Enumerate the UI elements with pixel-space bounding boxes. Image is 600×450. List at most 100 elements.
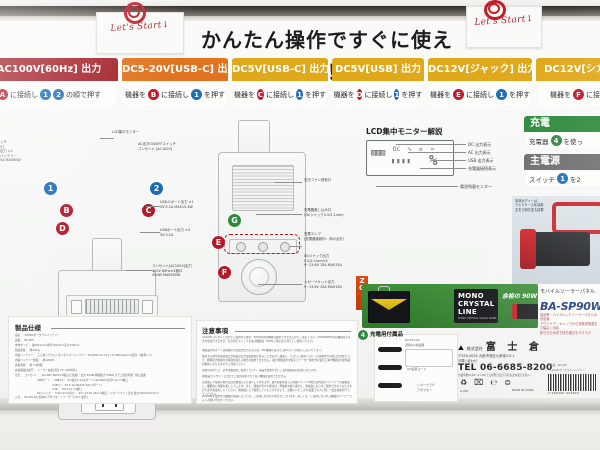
product-category: モバイルソーラーパネル bbox=[540, 289, 595, 295]
label-usbc-out: USB-Cポート出力 ×1 5V-5.1A MAX15.3W bbox=[160, 200, 194, 209]
port-badge-b: B bbox=[148, 89, 159, 100]
banner-dc5v-usbc-title: DC5V[USB-C] 出力 bbox=[232, 58, 328, 81]
lcd-leader-battery bbox=[376, 186, 458, 187]
panel-mainpower-lead: スイッチ bbox=[529, 175, 555, 184]
panel-charging-tail: を使っ bbox=[563, 137, 584, 146]
company-name: 富 士 倉 bbox=[485, 342, 543, 353]
banner-dc5v-usbc-steps: 機器を C に接続し 1 を押す bbox=[234, 83, 326, 106]
cooling-fan-vent bbox=[232, 165, 294, 211]
leader-usb bbox=[140, 232, 160, 233]
charge-indicator-icon: ⇄ bbox=[419, 146, 423, 153]
accessory-cable-2-icon bbox=[378, 365, 402, 370]
notice-item-1: 本製品の各ポートは各種の合計最大出力となる為、AC/機器のみ(またはDC)にて同… bbox=[202, 349, 324, 352]
product-model-sub: 高効率・ハイスペックソーラーパネルの決定版 アウトドア・キャンプから非常用電源ま… bbox=[540, 313, 598, 335]
banner-dc5-20v-prefix: に接続し bbox=[161, 90, 189, 99]
spec-row-9: USBポート ： USB×3 ： 5V/最大5.1A(1ポート2.4A MAX)… bbox=[29, 379, 128, 382]
company-name-line: ⛰ 株式会社 富 士 倉 bbox=[458, 338, 598, 353]
company-tel: TEL 06-6685-8200 bbox=[458, 363, 553, 373]
banner-dc5v-usbc-prefix: に接続し bbox=[266, 90, 294, 99]
spiral-mark-right bbox=[484, 0, 506, 20]
brand-sub: MONO CRYSTAL SOLAR PANEL bbox=[458, 317, 497, 320]
banner-dc5v-usbc: DC5V[USB-C] 出力 機器を C に接続し 1 を押す bbox=[232, 58, 328, 108]
spec-row-0: 品名 ： 120Whポータブルバッテリー bbox=[15, 334, 60, 337]
leader-fan bbox=[274, 182, 302, 183]
banner-dc12v-jack-steps: 機器を E に接続し 1 を押す bbox=[430, 83, 530, 106]
banner-dc12v-jack-lead: 機器を bbox=[430, 90, 451, 99]
leader-chgin bbox=[256, 214, 302, 215]
ce-mark-icon: ℮ bbox=[490, 378, 498, 387]
lcd-display-diagram: ▨▨▨ DC ∿ ⇄ ⟜ % ▮▮▮▮ bbox=[366, 140, 454, 176]
accessory-box: DC15V-6A 専用AC充電器 AC電源コード シガープラグ アダプター bbox=[374, 334, 458, 402]
power-station-photo-caption: 本体ボディーは アルミケースを採用 丈夫で耐久性も抜群 bbox=[515, 199, 544, 212]
made-in-label: MADE IN CHINA bbox=[512, 388, 534, 392]
step-badge-1d: 1 bbox=[394, 89, 400, 100]
power-badge-1: 1 bbox=[557, 173, 568, 184]
left-badge-d: D bbox=[56, 222, 69, 235]
leader-usbc bbox=[146, 206, 160, 207]
banner-dc12v-jack: DC12V[ジャック] 出力 機器を E に接続し 1 を押す bbox=[428, 58, 532, 108]
lcd-leader-charge bbox=[420, 168, 466, 169]
panel-charging-title: 充電 bbox=[524, 116, 600, 132]
accessory-item-0: AC電源コード bbox=[407, 367, 427, 371]
lcd-explainer-title: LCD集中モニター解説 bbox=[366, 127, 443, 136]
spec-row-12: DCジャック ： 5.5/2.1mm出力 ： 9V～13.6V 15A×3個口・… bbox=[29, 392, 159, 395]
dc-indicator-icon: DC bbox=[393, 146, 401, 153]
banner-dc12v-jack-prefix: に接続し bbox=[466, 90, 494, 99]
brand-line-3: LINE bbox=[458, 308, 477, 316]
banner-dc5v-usb: DC5V[USB] 出力 機器を D に接続し 1 を押す bbox=[332, 58, 424, 108]
spec-row-10: USB-C ： 5V-5.1A MAX15.3W (1ポート) bbox=[29, 384, 102, 387]
spec-box-rule bbox=[51, 328, 185, 329]
panel-charging-steps: 充電器 4 を使っ bbox=[526, 133, 600, 148]
panel-mainpower: 主電源 スイッチ 1 を2 bbox=[524, 154, 600, 188]
spec-box: 製品仕様 品名 ： 120Whポータブルバッテリー 品番 ： BA-P05 本体… bbox=[8, 316, 192, 404]
lcd-callout-charge: 充電器接続表示 bbox=[468, 166, 496, 171]
port-badge-c: C bbox=[257, 89, 264, 100]
left-unit-handle bbox=[92, 238, 122, 273]
battery-bars-icon: ▨▨▨ bbox=[371, 148, 385, 158]
label-fan-vent: 空冷ファン排気口 bbox=[304, 178, 332, 182]
power-switch-icon bbox=[71, 299, 82, 314]
logo-icon: ⛰ bbox=[458, 344, 464, 352]
notice-item-3: 電池が切れたら、必ず充電器をご使用ください。製品を使用せずにご長時間保存は劣化に… bbox=[202, 369, 319, 372]
product-model: BA-SP90W bbox=[540, 300, 600, 313]
label-cigarette-out: シガーソケット出力 9~13.6V 10A MAX15A bbox=[304, 280, 342, 289]
brand-line-2: CRYSTAL bbox=[458, 300, 495, 308]
banner-dc5-20v-usbc: DC5-20V[USB-C] 出力 機器を B に接続し 1 を押す bbox=[122, 58, 228, 108]
label-dc-jack-out: DCジャック出力 5.5/2.1mm×3 9~13.6V 15A MAX15A bbox=[304, 254, 342, 268]
panel-mainpower-steps: スイッチ 1 を2 bbox=[526, 171, 600, 186]
notice-item-6: AC100Vを使用する機器の電源によっては、ご使用になれない場合がございます。詳… bbox=[202, 395, 352, 402]
spec-row-13: 入力 ： DC15V-6A 専用ACアダプター / ソーラーパネル(別売) bbox=[15, 396, 88, 399]
accessory-cable-3-icon bbox=[378, 383, 402, 388]
step-badge-1e: 1 bbox=[496, 89, 507, 100]
ac-indicator-icon: ∿ bbox=[407, 146, 413, 153]
label-charge-lamp: 充電ランプ (充電器接続中：赤の点灯) bbox=[304, 232, 344, 241]
company-prefix: 株式会社 bbox=[466, 346, 483, 351]
power-station-front-panel bbox=[520, 229, 536, 269]
model-info-block bbox=[538, 284, 600, 328]
port-badge-f: F bbox=[573, 89, 584, 100]
notice-item-4: 本製品/コンセントと出力でご使用可能されてない機器は使用できません。 bbox=[202, 375, 289, 378]
notice-box-rule bbox=[235, 331, 351, 332]
charge-badge-4: 4 bbox=[550, 135, 562, 146]
banner-dc5-20v-steps: 機器を B に接続し 1 を押す bbox=[124, 83, 226, 106]
spiral-mark-right-inner bbox=[488, 3, 500, 14]
spec-row-2: 本体サイズ ： 幅241mm×奥行120mm×高さ176mm bbox=[15, 344, 80, 347]
leader-cigout bbox=[258, 284, 302, 285]
banner-dc12v-jack-suffix: を押す bbox=[509, 90, 530, 99]
lcd-leader-dc bbox=[396, 144, 466, 145]
spec-row-1: 品番 ： BA-P05 bbox=[15, 339, 34, 342]
leader-dcout bbox=[290, 246, 302, 247]
left-unit-control-bar bbox=[66, 295, 158, 318]
solar-bag-handle bbox=[378, 286, 390, 292]
recycle-icon: ♻ bbox=[460, 378, 468, 387]
banner-dc5-20v-title: DC5-20V[USB-C] 出力 bbox=[122, 58, 228, 81]
percent-icon: % bbox=[429, 153, 438, 169]
company-hours: 営業時間/9:00～17:00(土日祝祭日及び当社指定休業日を除く) bbox=[458, 374, 532, 377]
dc-jack-1 bbox=[236, 241, 246, 252]
banner-dc5-20v-suffix: を押す bbox=[204, 90, 225, 99]
solar-panel-band: MONO CRYSTAL LINE MONO CRYSTAL SOLAR PAN… bbox=[362, 284, 557, 328]
ac-switch-icon bbox=[142, 299, 153, 314]
lcd-leader-usb bbox=[432, 160, 466, 161]
leader-ac bbox=[126, 270, 152, 271]
